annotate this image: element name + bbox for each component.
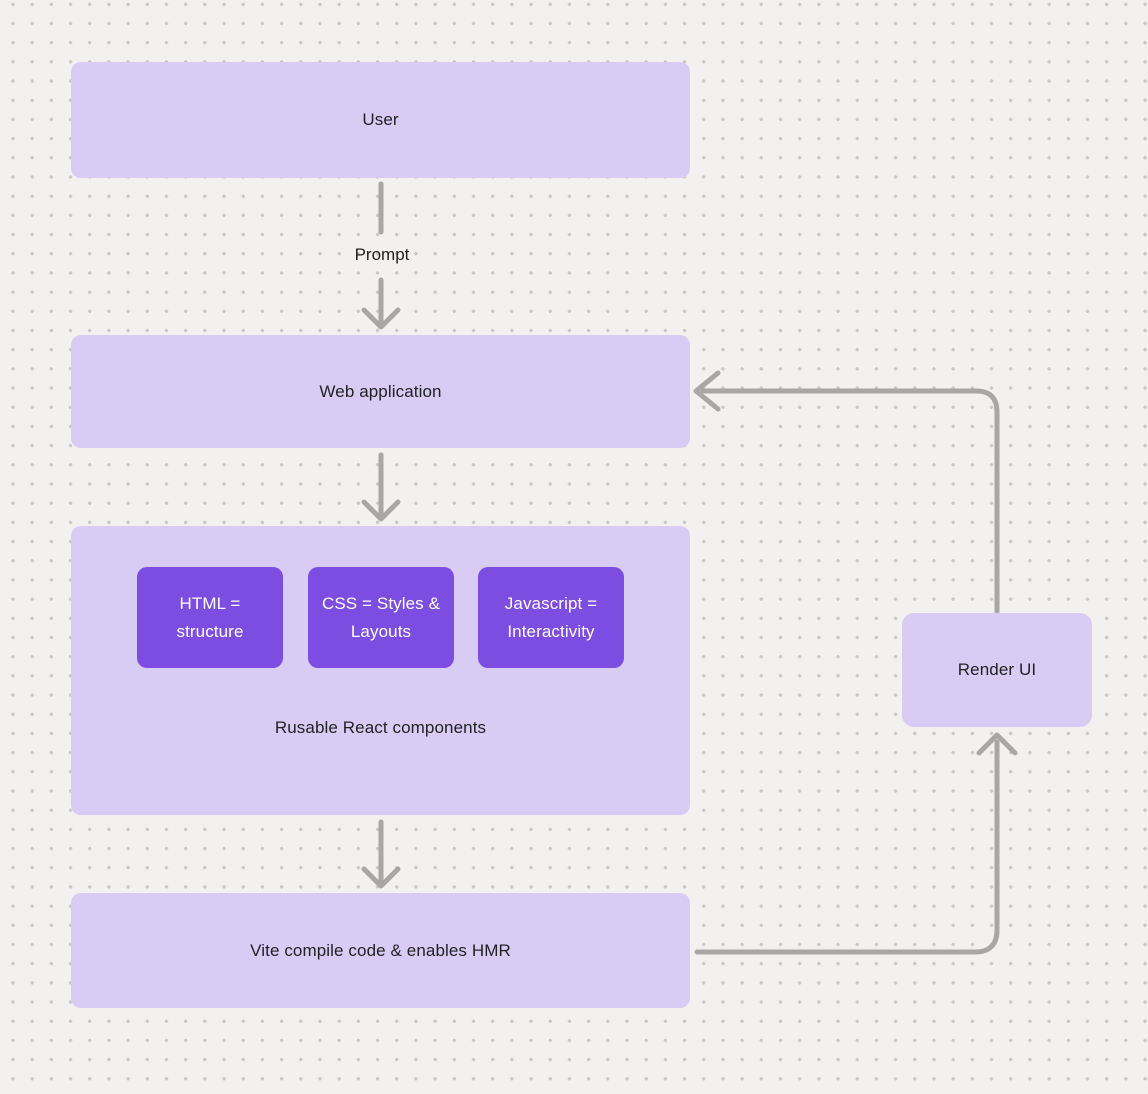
node-web-application-label: Web application	[319, 381, 442, 401]
node-html: HTML = structure	[137, 567, 283, 668]
node-vite: Vite compile code & enables HMR	[71, 893, 690, 1008]
node-css: CSS = Styles & Layouts	[308, 567, 454, 668]
node-css-label: CSS = Styles & Layouts	[321, 593, 441, 641]
arrowhead-down-webapp	[361, 307, 401, 330]
edge-label-prompt: Prompt	[354, 245, 410, 264]
node-components-group-label: Rusable React components	[274, 718, 487, 737]
edge-vite-to-renderui	[694, 739, 1000, 955]
node-user: User	[71, 62, 690, 178]
arrowhead-down-vite	[361, 866, 401, 889]
arrowhead-down-components	[361, 499, 401, 522]
node-user-label: User	[362, 110, 399, 129]
edge-renderui-to-webapp	[700, 388, 1000, 615]
node-render-ui: Render UI	[902, 613, 1092, 727]
node-javascript: Javascript = Interactivity	[478, 567, 624, 668]
node-vite-label: Vite compile code & enables HMR	[250, 940, 511, 960]
node-components-group: HTML = structure CSS = Styles & Layouts …	[71, 526, 690, 815]
node-html-label: HTML = structure	[176, 593, 244, 641]
node-render-ui-label: Render UI	[957, 660, 1037, 679]
node-javascript-label: Javascript = Interactivity	[504, 593, 598, 641]
arrowhead-left-webapp	[693, 370, 721, 412]
node-web-application: Web application	[71, 335, 690, 448]
arrowhead-up-renderui	[976, 732, 1018, 756]
